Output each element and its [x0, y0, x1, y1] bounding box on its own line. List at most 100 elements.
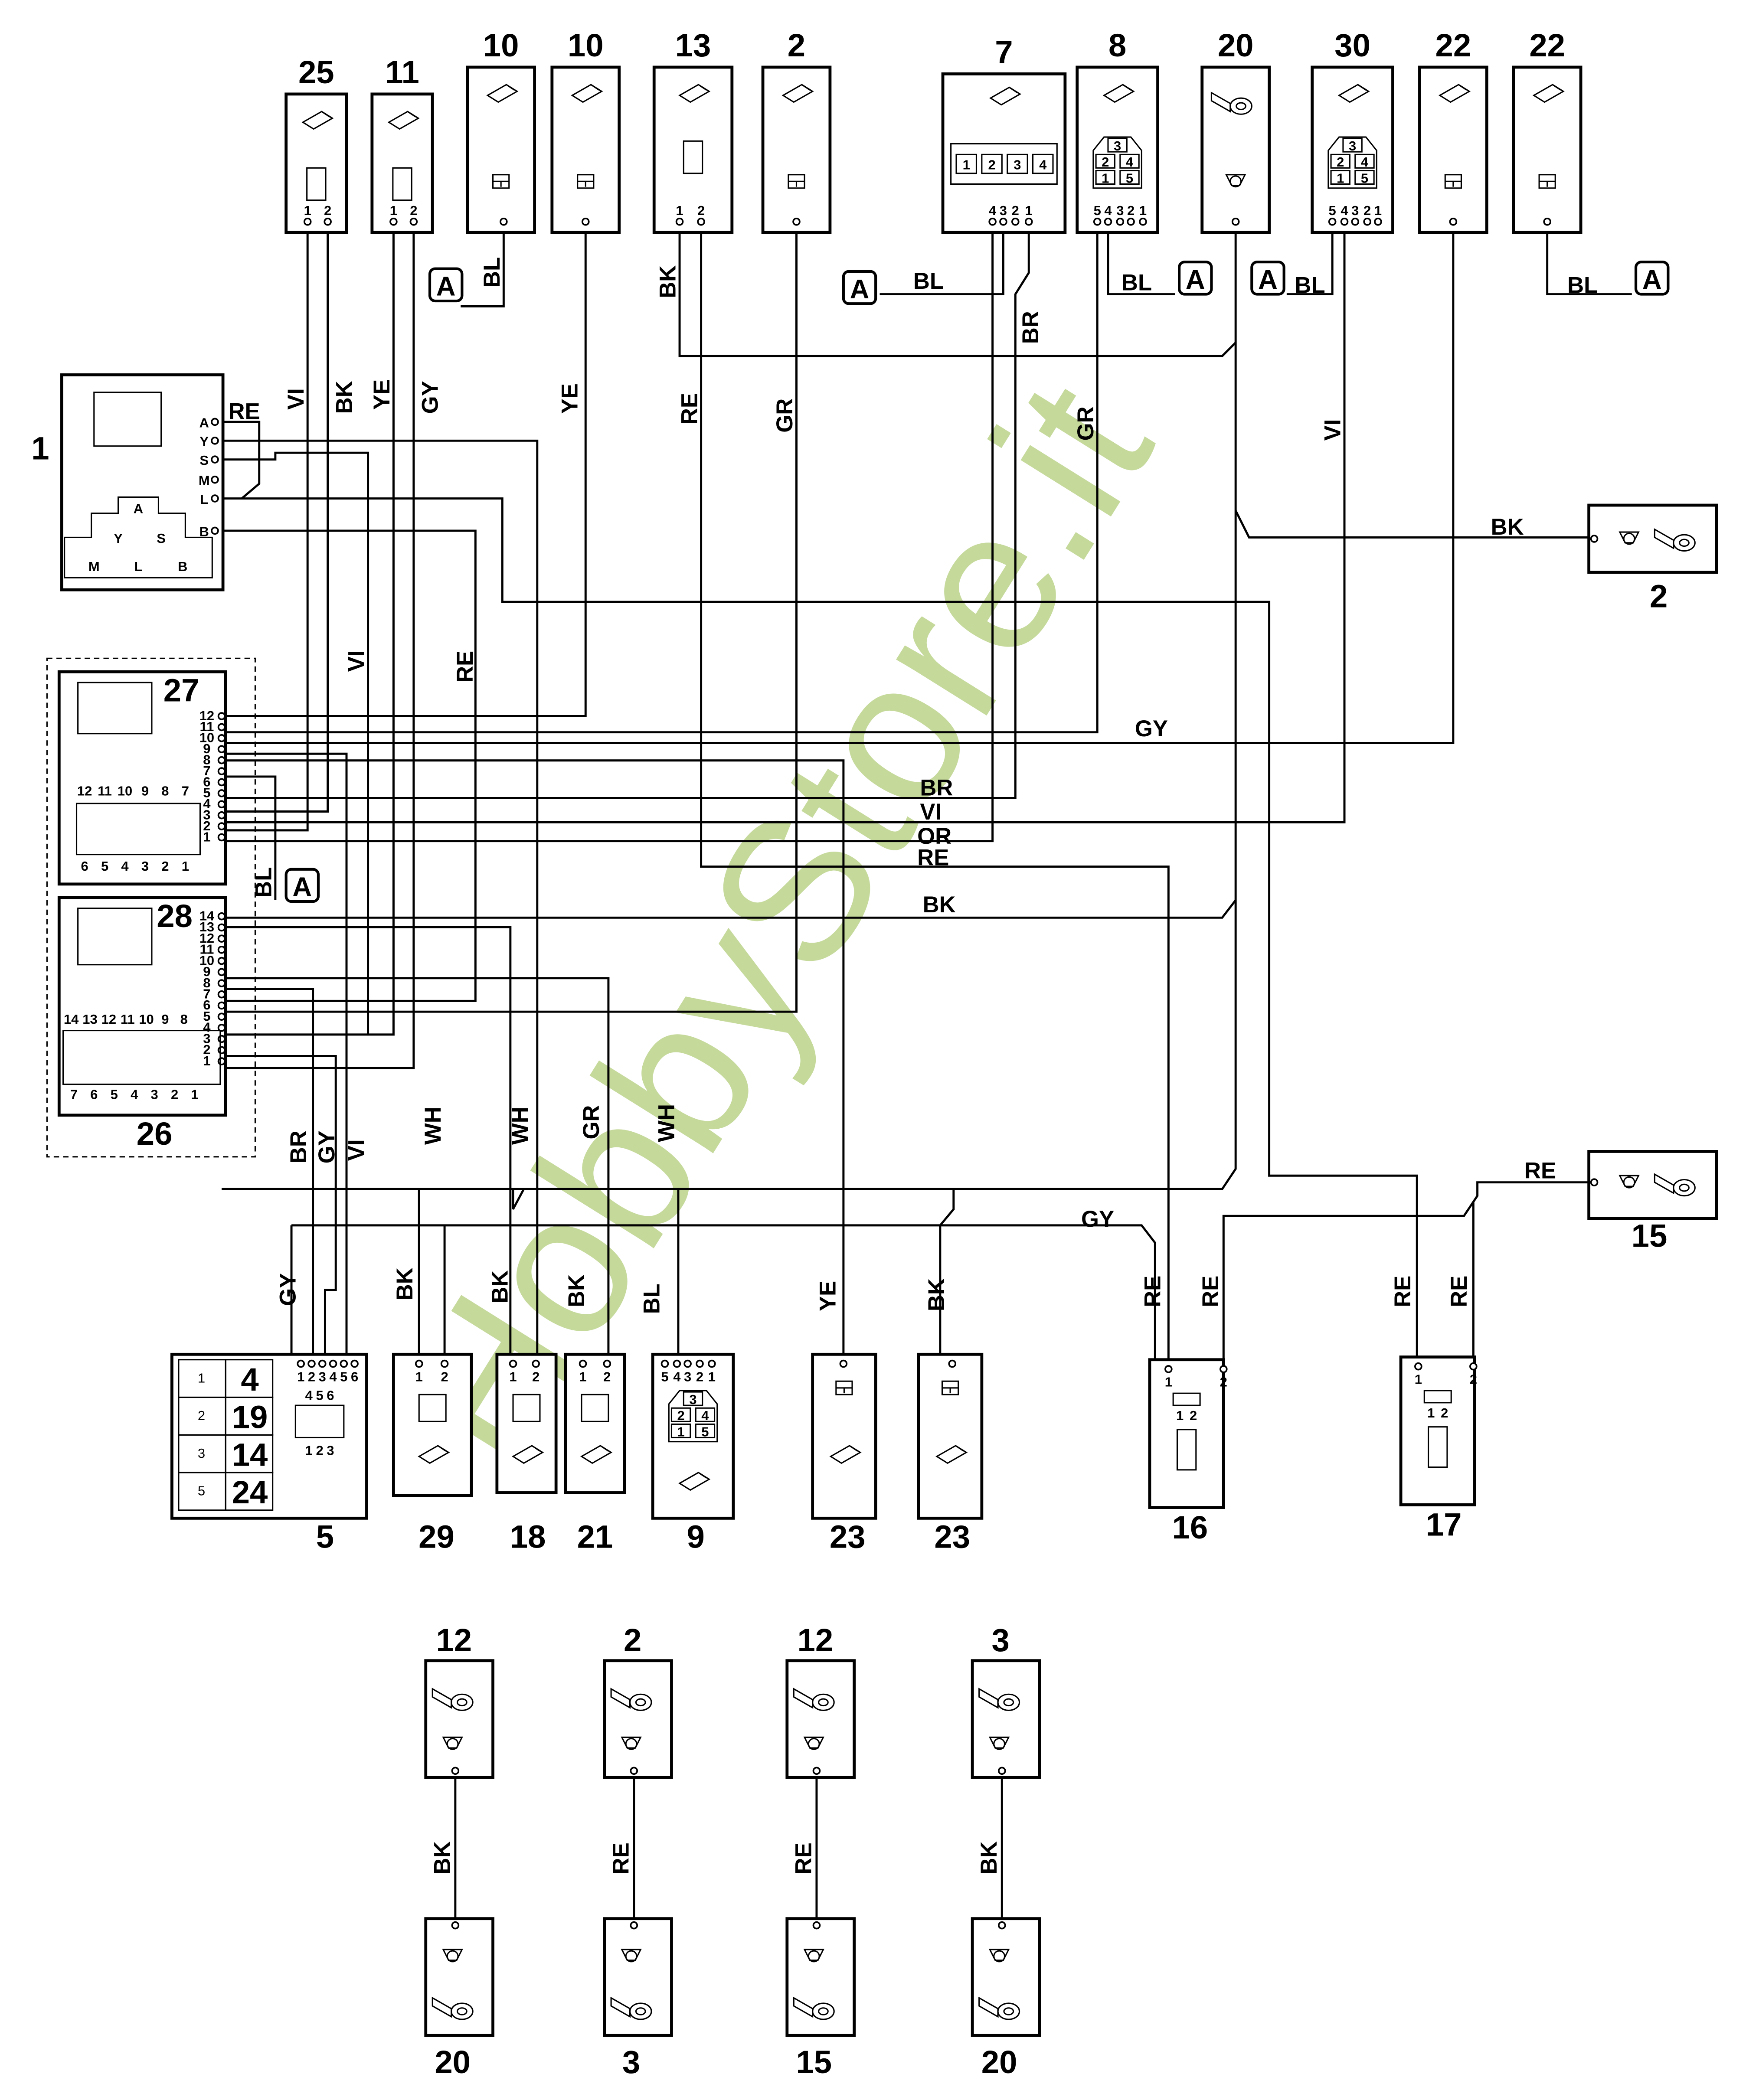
pin-terminal [839, 1359, 848, 1368]
connector-face-label: 4 [1361, 154, 1369, 170]
wire-color-label: VI [343, 650, 369, 672]
connector-number: 2 [788, 27, 805, 63]
pin-terminal [329, 1359, 337, 1368]
pin-terminal [1011, 217, 1020, 226]
pin-terminal [217, 767, 226, 775]
pin-terminal [500, 217, 508, 226]
pin-label: 1 [579, 1369, 586, 1384]
pin-label: 13 [82, 1012, 97, 1027]
wire-color-label: RE [228, 399, 260, 425]
connector-1-housing-icon [93, 392, 162, 447]
washer-hole [1623, 532, 1635, 545]
ring-terminal-hole [1236, 102, 1246, 111]
connector-27-number: 27 [163, 672, 199, 708]
connector-face-label: 1 [677, 1424, 685, 1439]
pin-label: 1 [1176, 1408, 1184, 1423]
pin-label: 2 [161, 859, 169, 874]
pin-label: 2 [1441, 1405, 1448, 1421]
pin-label: 5 [1329, 203, 1336, 218]
connector-box [466, 65, 536, 234]
terminal-icon [387, 111, 420, 130]
connector-17-number: 17 [1426, 1507, 1462, 1543]
pin-terminal [340, 1359, 348, 1368]
pin-terminal [217, 946, 226, 954]
pin-terminal [440, 1359, 449, 1368]
pin-label: 6 [203, 997, 210, 1012]
wire-16-2-re [1222, 1181, 1595, 1364]
pin-label: 2 [697, 203, 705, 218]
pin-terminal [1590, 535, 1599, 543]
pin-terminal [1374, 217, 1382, 226]
reference-marker-a: A [428, 267, 464, 303]
pin-label: 2 [603, 1369, 611, 1384]
pin-label: 1 [963, 157, 970, 172]
pin-terminal [1127, 217, 1135, 226]
pin-terminal [217, 789, 226, 797]
pin-label: 1 [304, 203, 311, 218]
washer-hole [446, 1950, 459, 1963]
pin-terminal [998, 1767, 1006, 1775]
connector-15-right-box [1587, 1150, 1718, 1220]
reference-marker-frame [428, 267, 464, 303]
ring-terminal-eye [1229, 97, 1252, 115]
ground-cable-color-label: BK [429, 1841, 455, 1874]
wire-8-gr [221, 232, 1099, 734]
wire-color-label: WH [420, 1107, 446, 1145]
connector-28-box [57, 896, 227, 1117]
connector-face-cell [695, 1423, 716, 1438]
terminal-face-detail [942, 1387, 958, 1394]
pin-label: 14 [64, 1012, 79, 1027]
ring-terminal-hole [818, 2007, 829, 2015]
pin-label: 5 [203, 1009, 210, 1024]
pin-label: 4 [1104, 203, 1112, 218]
terminal-face-detail [836, 1387, 852, 1394]
connector-9-number: 9 [687, 1519, 705, 1555]
connector-5-face [294, 1404, 345, 1438]
connector-face-cell [1330, 170, 1350, 185]
pin-terminal [999, 217, 1007, 226]
connector-face-outline [668, 1390, 718, 1443]
reference-marker-text: A [1186, 265, 1205, 295]
pin-terminal [217, 1024, 226, 1032]
wire-color-label: RE [1390, 1276, 1416, 1307]
ring-terminal-hole [818, 1698, 829, 1707]
connector-face-cell [670, 1407, 691, 1422]
pin-label: L [200, 492, 208, 507]
reference-marker-text: A [850, 274, 870, 304]
watermark: HobbyStore.it [356, 345, 1195, 1501]
pin-terminal [1139, 217, 1147, 226]
washer-hole [1229, 175, 1242, 188]
wire-color-label: BL [251, 867, 277, 898]
terminal-icon [1102, 84, 1135, 103]
ring-terminal-eye [629, 1693, 652, 1711]
connector-box [1418, 65, 1488, 234]
legend-value: 4 [241, 1362, 258, 1398]
connector-number: 30 [1334, 27, 1370, 63]
connector-face-cell [1107, 137, 1128, 153]
pin-label: 1 [676, 203, 683, 218]
wire-color-label: BL [1567, 272, 1598, 298]
pin-terminal [697, 217, 705, 226]
two-pin-face [306, 167, 327, 201]
connector-number: 20 [1218, 27, 1254, 63]
pin-terminal [217, 990, 226, 999]
pin-label: 11 [200, 942, 214, 957]
ground-cable-top-box [971, 1659, 1041, 1779]
connector-1-number: 1 [31, 431, 49, 467]
pin-terminal [217, 822, 226, 830]
wire-13-1-bk [678, 232, 1236, 357]
connector-body-icon [1176, 1429, 1197, 1471]
pin-terminal [409, 217, 418, 226]
pin-terminal [211, 526, 219, 535]
ring-terminal-eye [1673, 1179, 1696, 1197]
connector-28-number: 28 [157, 898, 193, 934]
pin-label: 7 [203, 986, 210, 1002]
pin-label: 2 [203, 1042, 210, 1057]
ring-terminal-barrel [1210, 91, 1231, 113]
terminal-icon [678, 84, 711, 103]
pin-terminal [675, 217, 684, 226]
ring-terminal-hole [635, 1698, 646, 1707]
wire-color-label: BR [920, 775, 953, 800]
ring-terminal-hole [1003, 2007, 1014, 2015]
connector-28-face [62, 1030, 221, 1085]
